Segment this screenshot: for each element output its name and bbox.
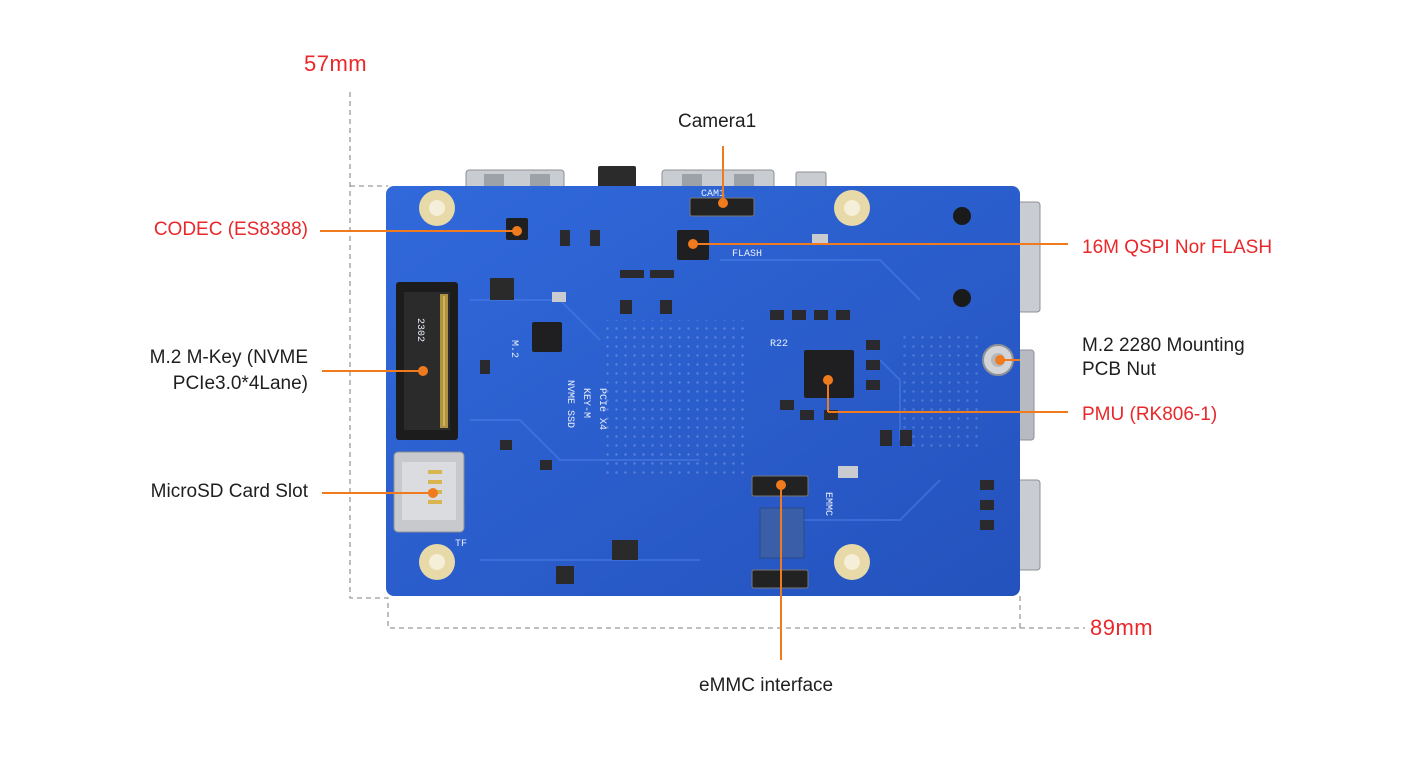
microsd-label: MicroSD Card Slot	[150, 481, 308, 502]
width-dimension-label: 89mm	[1090, 615, 1154, 640]
leader-lines	[320, 146, 1068, 660]
silk-key: KEY-M	[580, 388, 591, 418]
silk-m2-part: 2302	[414, 318, 425, 342]
silk-r22: R22	[770, 339, 788, 350]
camera-label: Camera1	[678, 111, 757, 132]
leader-dots	[418, 198, 1005, 498]
pmu-label: PMU (RK806-1)	[1082, 404, 1218, 425]
silk-tf: TF	[455, 539, 467, 550]
m2-slot	[396, 282, 458, 440]
mounting-holes	[419, 190, 870, 580]
top-connectors	[465, 166, 827, 191]
silk-cam1: CAM1	[701, 189, 725, 200]
silk-pcie: PCIe X4	[596, 388, 607, 430]
emmc-label: eMMC interface	[699, 675, 834, 696]
mounting-label-line1: M.2 2280 Mounting	[1082, 335, 1245, 356]
silk-emmc: EMMC	[822, 492, 833, 516]
dimension-lines	[349, 92, 1085, 629]
mounting-label-line2: PCB Nut	[1082, 359, 1156, 380]
m2-label-line1: M.2 M-Key (NVME	[149, 347, 308, 368]
height-dimension-label: 57mm	[304, 51, 368, 76]
codec-label: CODEC (ES8388)	[153, 219, 308, 240]
flash-label: 16M QSPI Nor FLASH	[1082, 237, 1273, 258]
side-connectors	[1017, 201, 1041, 571]
silk-m2: M.2	[508, 340, 519, 358]
silk-flash: FLASH	[732, 249, 762, 260]
m2-label-line2: PCIe3.0*4Lane)	[172, 373, 308, 394]
silk-nvme: NVME SSD	[564, 380, 575, 428]
